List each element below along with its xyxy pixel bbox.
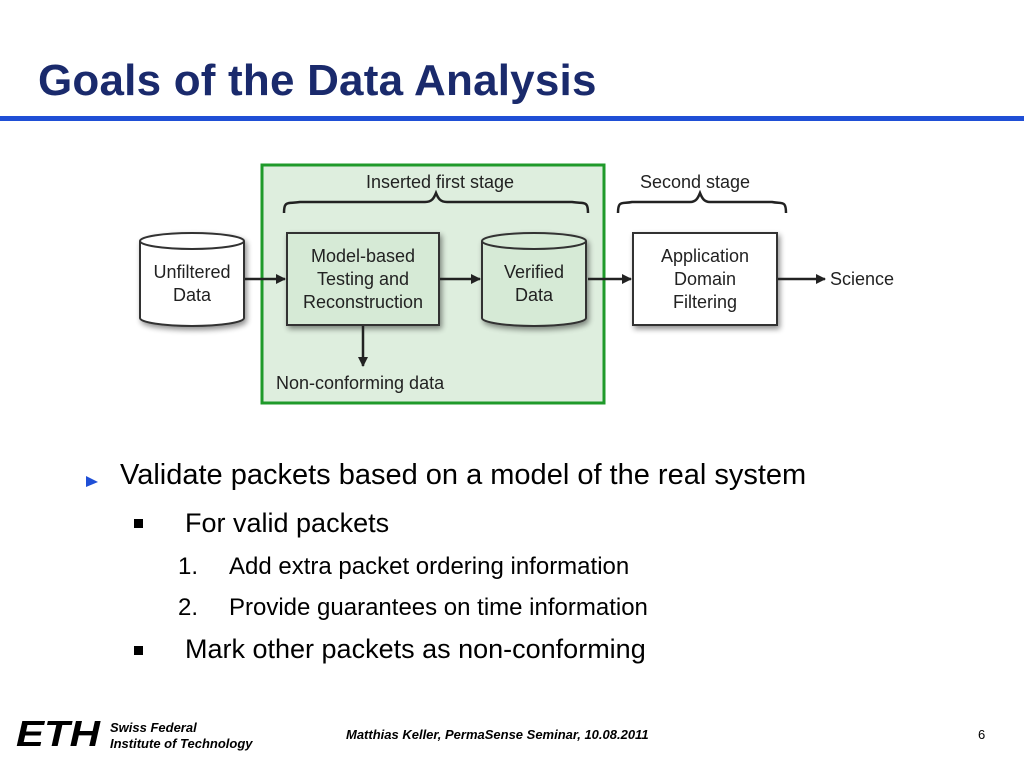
footer-presenter: Matthias Keller, PermaSense Seminar, 10.… bbox=[346, 727, 649, 742]
science-label: Science bbox=[830, 269, 894, 289]
app-box-line-1: Application bbox=[661, 246, 749, 266]
eth-logo: ETH bbox=[16, 717, 101, 749]
first-stage-label: Inserted first stage bbox=[366, 172, 514, 192]
unfiltered-label-1: Unfiltered bbox=[153, 262, 230, 282]
slide-title: Goals of the Data Analysis bbox=[38, 56, 597, 105]
app-box-line-2: Domain bbox=[674, 269, 736, 289]
institute-line-1: Swiss Federal bbox=[110, 720, 197, 735]
app-box-line-3: Filtering bbox=[673, 292, 737, 312]
list-item-1: Add extra packet ordering information bbox=[229, 553, 630, 580]
unfiltered-data-cylinder bbox=[139, 232, 245, 327]
list-number-2: 2. bbox=[178, 594, 199, 621]
footer-institute: Swiss Federal Institute of Technology bbox=[110, 720, 253, 752]
model-based-box bbox=[286, 232, 440, 326]
institute-line-2: Institute of Technology bbox=[110, 736, 253, 751]
model-box-line-3: Reconstruction bbox=[303, 292, 423, 312]
nonconforming-label: Non-conforming data bbox=[276, 373, 445, 393]
model-box-line-2: Testing and bbox=[317, 269, 409, 289]
second-stage-label: Second stage bbox=[640, 172, 750, 192]
bullet-level1: Validate packets based on a model of the… bbox=[120, 459, 807, 491]
verified-label-1: Verified bbox=[504, 262, 564, 282]
first-stage-brace bbox=[282, 189, 590, 214]
eth-logo-text: ETH bbox=[16, 717, 101, 749]
model-box-line-1: Model-based bbox=[311, 246, 415, 266]
list-item-2: Provide guarantees on time information bbox=[229, 594, 648, 621]
application-filter-box bbox=[632, 232, 778, 326]
page-number: 6 bbox=[978, 727, 986, 742]
verified-data-cylinder bbox=[481, 232, 587, 327]
square-bullet-icon bbox=[134, 646, 143, 655]
list-number-1: 1. bbox=[178, 553, 199, 580]
sub-bullet-nonconforming: Mark other packets as non-conforming bbox=[185, 634, 646, 664]
square-bullet-icon bbox=[134, 519, 143, 528]
verified-label-2: Data bbox=[515, 285, 554, 305]
sub-bullet-valid: For valid packets bbox=[185, 508, 390, 538]
triangle-bullet-icon bbox=[86, 476, 98, 487]
title-underline bbox=[0, 116, 1024, 121]
second-stage-brace bbox=[616, 189, 788, 214]
unfiltered-label-2: Data bbox=[173, 285, 212, 305]
